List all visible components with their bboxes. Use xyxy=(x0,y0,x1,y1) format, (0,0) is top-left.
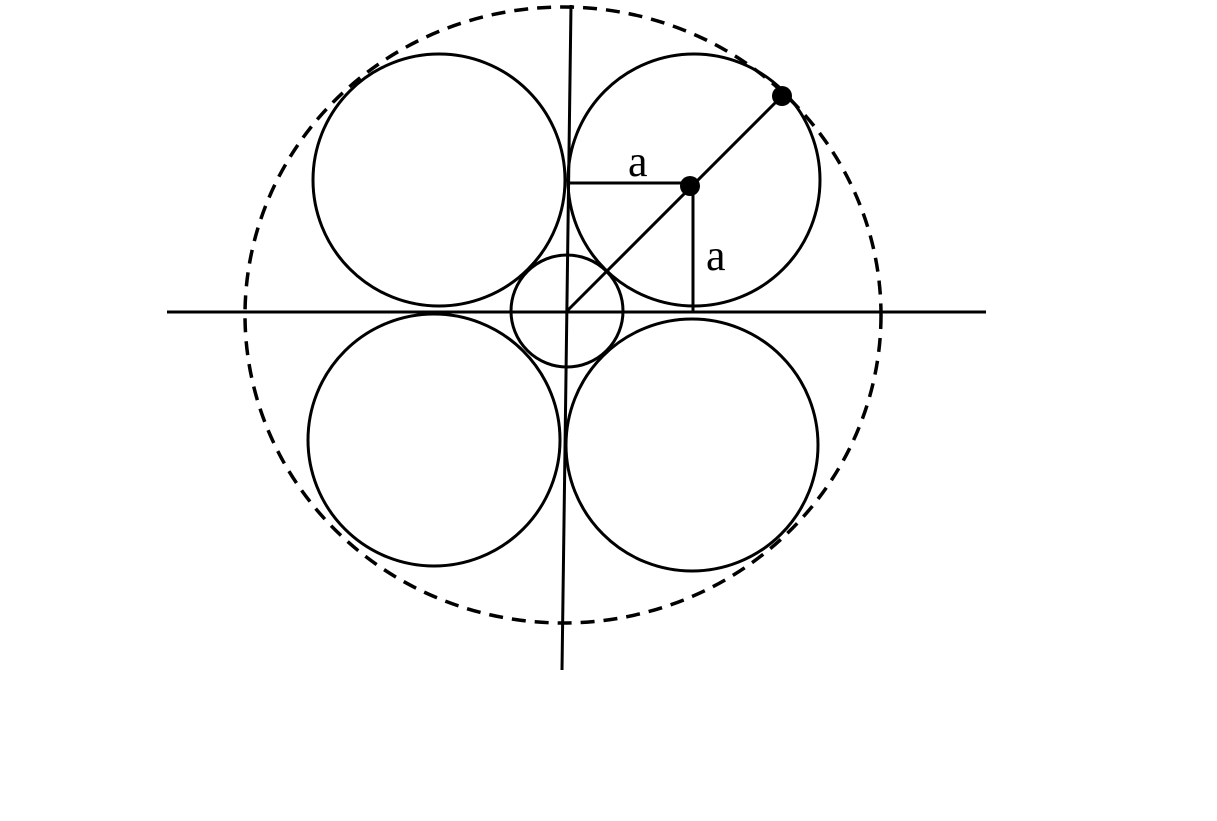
circle-bottom-right xyxy=(564,317,820,573)
vertical-axis xyxy=(560,4,573,671)
circle-bottom-left xyxy=(306,312,562,568)
label-horizontal-a: a xyxy=(628,137,648,186)
circle-center-small xyxy=(509,253,625,369)
circle-top-left xyxy=(311,52,567,308)
tangent-point-outer xyxy=(772,86,792,106)
center-point-top-right xyxy=(680,176,700,196)
label-vertical-a: a xyxy=(706,231,726,280)
diagonal-radius-line xyxy=(565,94,784,313)
